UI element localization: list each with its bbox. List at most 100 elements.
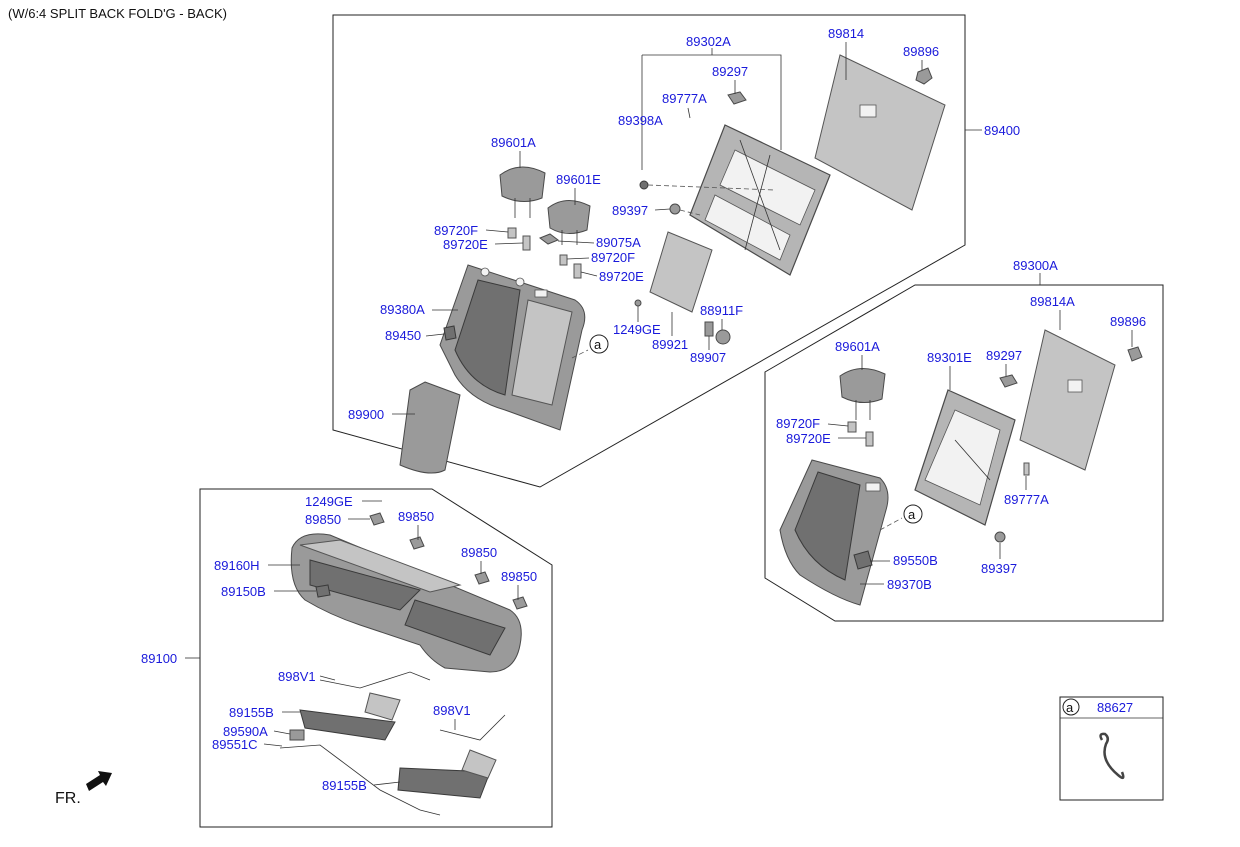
label-89302A[interactable]: 89302A: [686, 34, 731, 49]
label-89896-upper[interactable]: 89896: [903, 44, 939, 59]
legend-marker: a: [1066, 700, 1074, 715]
label-89450[interactable]: 89450: [385, 328, 421, 343]
label-89551C[interactable]: 89551C: [212, 737, 258, 752]
label-1249GE-upper[interactable]: 1249GE: [613, 322, 661, 337]
label-89907[interactable]: 89907: [690, 350, 726, 365]
seat-back-frame-left: [914, 389, 1016, 526]
label-89297-left[interactable]: 89297: [986, 348, 1022, 363]
seat-cushion-89160H: [290, 533, 522, 673]
hook-89150B: [315, 584, 331, 598]
carpet-cutout-left: [1067, 379, 1083, 393]
label-88627[interactable]: 88627: [1097, 700, 1133, 715]
labels-cushion: 1249GE 89850 89850 89850 89850 89160H 89…: [141, 494, 537, 793]
label-89850-d[interactable]: 89850: [501, 569, 537, 584]
label-89921[interactable]: 89921: [652, 337, 688, 352]
screw-1249GE-upper: [634, 299, 642, 307]
guide-89720E-left: [865, 431, 874, 447]
label-89380A[interactable]: 89380A: [380, 302, 425, 317]
label-89100[interactable]: 89100: [141, 651, 177, 666]
guide-89720E-upper: [522, 235, 531, 251]
label-89590A[interactable]: 89590A: [223, 724, 268, 739]
diagram-title: (W/6:4 SPLIT BACK FOLD'G - BACK): [8, 6, 227, 21]
cap-88911F: [715, 329, 731, 345]
label-89720E-upper[interactable]: 89720E: [443, 237, 488, 252]
legend-box: a 88627: [1059, 696, 1164, 801]
lever-89450: [443, 325, 457, 341]
legend-marker-circle: [1062, 698, 1080, 716]
front-label: FR.: [55, 790, 81, 807]
pin-89777A-left: [1023, 462, 1030, 476]
clip-89850-c: [474, 571, 490, 585]
bracket-89075A: [538, 233, 560, 245]
label-89720E-left[interactable]: 89720E: [786, 431, 831, 446]
label-89300A[interactable]: 89300A: [1013, 258, 1058, 273]
callout-a-left: [903, 504, 923, 524]
guide-89720E-mid: [573, 263, 582, 279]
label-89601A-left[interactable]: 89601A: [835, 339, 880, 354]
carpet-panel-89814: [814, 54, 946, 211]
label-89601E[interactable]: 89601E: [556, 172, 601, 187]
guide-89720F-upper: [507, 227, 517, 239]
label-89777A-upper[interactable]: 89777A: [662, 91, 707, 106]
dash-callout-a-left: [879, 517, 903, 531]
label-89900[interactable]: 89900: [348, 407, 384, 422]
label-89850-b[interactable]: 89850: [398, 509, 434, 524]
label-89850-c[interactable]: 89850: [461, 545, 497, 560]
headrest-89601A-left: [839, 368, 886, 420]
front-direction-indicator: FR.: [55, 771, 112, 807]
label-89720E-mid[interactable]: 89720E: [599, 269, 644, 284]
label-89720F-left[interactable]: 89720F: [776, 416, 820, 431]
guide-89720F-mid: [559, 254, 568, 266]
clip-89850-b: [409, 536, 425, 550]
callout-a-upper: [589, 334, 609, 354]
label-89814A[interactable]: 89814A: [1030, 294, 1075, 309]
label-89720F-upper[interactable]: 89720F: [434, 223, 478, 238]
clip-89850-d: [512, 596, 528, 610]
group-frame-upper: [332, 14, 966, 488]
label-89777A-left[interactable]: 89777A: [1004, 492, 1049, 507]
label-89155B-lower[interactable]: 89155B: [322, 778, 367, 793]
bracket-89297: [727, 91, 747, 105]
bracket-89297-left: [999, 374, 1018, 388]
labels-upper: 89302A 89814 89896 89297 89777A 89398A 8…: [348, 26, 1020, 422]
label-89397-upper[interactable]: 89397: [612, 203, 648, 218]
label-89850-a[interactable]: 89850: [305, 512, 341, 527]
label-89398A[interactable]: 89398A: [618, 113, 663, 128]
heater-mat-89155B-upper: [299, 692, 401, 741]
callout-a-upper-text: a: [594, 337, 602, 352]
seat-back-frame-right: [689, 124, 831, 276]
label-89155B-upper[interactable]: 89155B: [229, 705, 274, 720]
module-89590A: [289, 729, 305, 741]
label-89297-upper[interactable]: 89297: [712, 64, 748, 79]
label-89301E[interactable]: 89301E: [927, 350, 972, 365]
wire-898V1-upper: [319, 671, 431, 689]
label-89814[interactable]: 89814: [828, 26, 864, 41]
dash-89398A: [647, 184, 776, 191]
label-89075A[interactable]: 89075A: [596, 235, 641, 250]
front-arrow-icon: [86, 771, 112, 791]
label-88911F[interactable]: 88911F: [700, 303, 743, 318]
label-89150B[interactable]: 89150B: [221, 584, 266, 599]
label-898V1-lower[interactable]: 898V1: [433, 703, 471, 718]
label-898V1-upper[interactable]: 898V1: [278, 669, 316, 684]
group-frame-left-back: [764, 284, 1164, 622]
heater-mat-89155B-lower: [397, 749, 497, 799]
armrest-89900: [399, 381, 461, 474]
label-89896-left[interactable]: 89896: [1110, 314, 1146, 329]
bolt-89397-upper: [669, 203, 681, 215]
label-89601A-upper[interactable]: 89601A: [491, 135, 536, 150]
label-89160H[interactable]: 89160H: [214, 558, 260, 573]
headrest-89601E: [547, 200, 591, 245]
label-89550B[interactable]: 89550B: [893, 553, 938, 568]
label-89397-left[interactable]: 89397: [981, 561, 1017, 576]
seat-back-89370B: [779, 459, 889, 606]
dash-89397-upper: [679, 209, 701, 216]
label-89370B[interactable]: 89370B: [887, 577, 932, 592]
label-1249GE-cushion[interactable]: 1249GE: [305, 494, 353, 509]
label-89400[interactable]: 89400: [984, 123, 1020, 138]
dash-callout-a-upper: [571, 349, 589, 359]
group-frame-cushion: [199, 488, 553, 828]
label-89720F-mid[interactable]: 89720F: [591, 250, 635, 265]
spring-clip-88627: [1099, 732, 1125, 780]
